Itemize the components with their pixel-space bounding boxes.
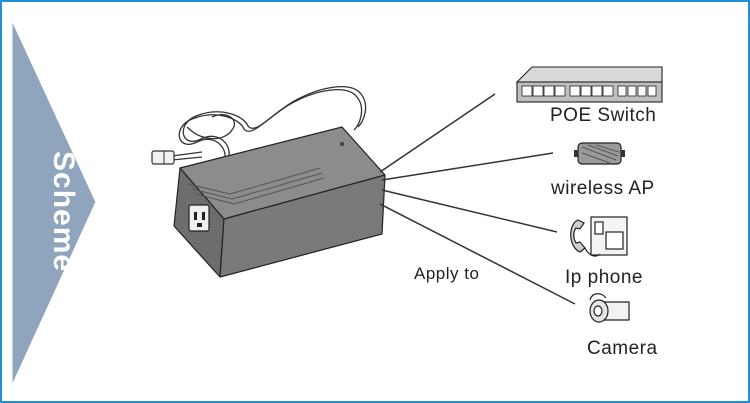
poe-switch-icon	[515, 66, 663, 103]
power-adapter-icon	[173, 126, 386, 278]
ip-phone-label: Ip phone	[565, 267, 643, 288]
wireless-ap-icon	[574, 142, 625, 165]
camera-icon	[589, 293, 630, 323]
wireless-ap-label: wireless AP	[551, 178, 655, 199]
ip-phone-icon	[570, 216, 628, 257]
scheme-arrow-banner	[9, 15, 99, 391]
line-poe-switch	[379, 93, 496, 173]
connection-lines	[379, 93, 576, 305]
scheme-label: Scheme	[47, 151, 80, 273]
line-wireless-ap	[381, 152, 554, 181]
line-ip-phone	[381, 189, 558, 233]
power-cable	[171, 86, 367, 168]
line-camera	[379, 203, 576, 305]
cable-plug-icon	[151, 150, 175, 165]
apply-to-label: Apply to	[414, 264, 480, 283]
camera-label: Camera	[587, 338, 658, 359]
poe-switch-label: POE Switch	[550, 105, 657, 126]
